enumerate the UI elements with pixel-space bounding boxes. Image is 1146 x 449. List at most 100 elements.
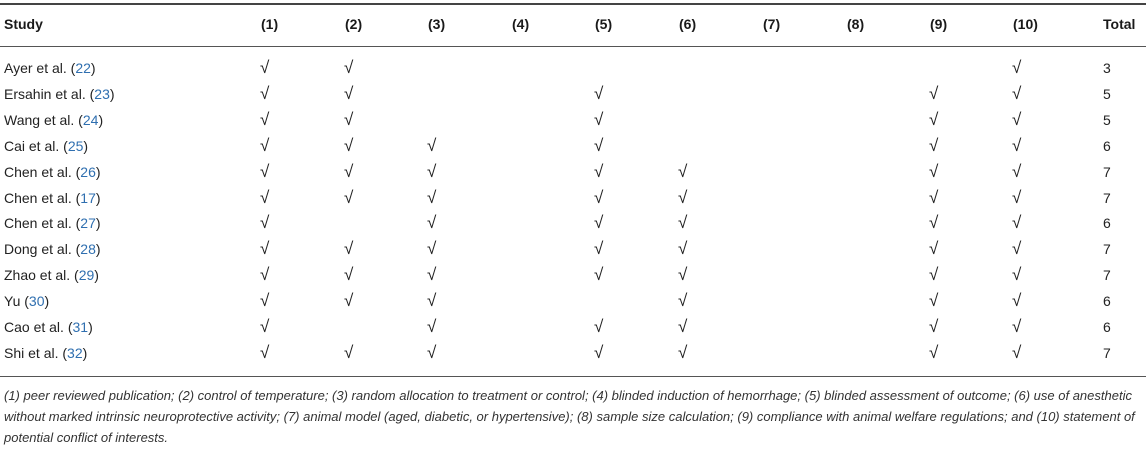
- check-mark-criterion-9: √: [929, 265, 939, 285]
- header-criterion-3: (3): [428, 16, 446, 32]
- check-mark-criterion-1: √: [260, 265, 270, 285]
- total-score: 7: [1103, 189, 1111, 206]
- check-mark-criterion-3: √: [427, 135, 437, 155]
- header-criterion-8: (8): [847, 16, 865, 32]
- check-mark-criterion-6: √: [678, 342, 688, 362]
- check-mark-criterion-2: √: [344, 135, 354, 155]
- study-author: Cai et al.: [4, 137, 60, 154]
- check-mark-criterion-1: √: [260, 135, 270, 155]
- check-mark-criterion-3: √: [427, 265, 437, 285]
- study-reference[interactable]: (32): [58, 344, 88, 361]
- header-criterion-4: (4): [512, 16, 530, 32]
- study-author: Wang et al.: [4, 111, 75, 128]
- check-mark-criterion-1: √: [260, 58, 270, 77]
- check-mark-criterion-9: √: [929, 187, 939, 207]
- check-mark-criterion-1: √: [260, 83, 270, 103]
- study-cell: Wang et al. (24): [4, 108, 103, 132]
- total-score: 7: [1103, 344, 1111, 361]
- total-score: 5: [1103, 85, 1111, 102]
- check-mark-criterion-1: √: [260, 161, 270, 181]
- check-mark-criterion-10: √: [1012, 187, 1022, 207]
- study-reference[interactable]: (23): [85, 85, 115, 102]
- study-reference[interactable]: (29): [70, 267, 99, 284]
- total-score: 6: [1103, 137, 1111, 154]
- check-mark-criterion-2: √: [344, 83, 354, 103]
- header-total: Total: [1103, 16, 1136, 32]
- study-reference[interactable]: (22): [66, 60, 96, 76]
- study-reference[interactable]: (26): [71, 163, 101, 180]
- reference-link[interactable]: 30: [28, 293, 45, 310]
- check-mark-criterion-5: √: [594, 161, 604, 181]
- reference-link[interactable]: 24: [82, 111, 99, 128]
- reference-link[interactable]: 25: [67, 137, 84, 154]
- check-mark-criterion-5: √: [594, 83, 604, 103]
- check-mark-criterion-6: √: [678, 239, 688, 259]
- reference-link[interactable]: 23: [94, 85, 110, 102]
- total-score: 7: [1103, 267, 1111, 284]
- study-author: Chen et al.: [4, 215, 72, 232]
- study-cell: Ersahin et al. (23): [4, 82, 115, 106]
- study-cell: Dong et al. (28): [4, 237, 101, 261]
- reference-link[interactable]: 28: [80, 241, 96, 258]
- check-mark-criterion-5: √: [594, 187, 604, 207]
- study-cell: Zhao et al. (29): [4, 263, 99, 287]
- table-row: Chen et al. (26)√√√√√√√7: [0, 160, 1146, 184]
- reference-link[interactable]: 31: [72, 319, 89, 335]
- study-reference[interactable]: (17): [71, 189, 101, 206]
- reference-link[interactable]: 29: [78, 267, 95, 284]
- check-mark-criterion-5: √: [594, 213, 604, 233]
- study-reference[interactable]: (25): [59, 137, 89, 154]
- study-reference[interactable]: (28): [71, 241, 101, 258]
- check-mark-criterion-10: √: [1012, 161, 1022, 181]
- study-cell: Chen et al. (17): [4, 186, 101, 210]
- table-row: Ayer et al. (22)√√√3: [0, 56, 1146, 80]
- study-cell: Shi et al. (32): [4, 341, 87, 365]
- reference-link[interactable]: 32: [67, 344, 83, 361]
- total-score: 6: [1103, 319, 1111, 335]
- study-reference[interactable]: (24): [74, 111, 104, 128]
- study-reference[interactable]: (30): [20, 293, 50, 310]
- check-mark-criterion-5: √: [594, 109, 604, 129]
- table-row: Wang et al. (24)√√√√√5: [0, 108, 1146, 132]
- check-mark-criterion-1: √: [260, 109, 270, 129]
- total-score: 3: [1103, 60, 1111, 76]
- check-mark-criterion-1: √: [260, 291, 270, 311]
- check-mark-criterion-2: √: [344, 342, 354, 362]
- study-author: Chen et al.: [4, 163, 72, 180]
- check-mark-criterion-3: √: [427, 291, 437, 311]
- check-mark-criterion-5: √: [594, 135, 604, 155]
- study-author: Zhao et al.: [4, 267, 71, 284]
- header-criterion-1: (1): [261, 16, 279, 32]
- check-mark-criterion-3: √: [427, 239, 437, 259]
- table-row: Chen et al. (27)√√√√√√6: [0, 211, 1146, 235]
- check-mark-criterion-6: √: [678, 265, 688, 285]
- check-mark-criterion-10: √: [1012, 317, 1022, 336]
- check-mark-criterion-3: √: [427, 342, 437, 362]
- check-mark-criterion-2: √: [344, 187, 354, 207]
- check-mark-criterion-2: √: [344, 58, 354, 77]
- reference-link[interactable]: 26: [80, 163, 96, 180]
- study-author: Yu: [4, 293, 21, 310]
- header-criterion-6: (6): [679, 16, 697, 32]
- check-mark-criterion-10: √: [1012, 239, 1022, 259]
- check-mark-criterion-6: √: [678, 291, 688, 311]
- check-mark-criterion-2: √: [344, 291, 354, 311]
- check-mark-criterion-3: √: [427, 213, 437, 233]
- check-mark-criterion-9: √: [929, 317, 939, 336]
- study-reference[interactable]: (27): [71, 215, 101, 232]
- reference-link[interactable]: 22: [75, 60, 91, 76]
- study-author: Shi et al.: [4, 344, 59, 361]
- study-reference[interactable]: (31): [63, 319, 93, 335]
- header-criterion-2: (2): [345, 16, 363, 32]
- check-mark-criterion-10: √: [1012, 83, 1022, 103]
- table-row: Cai et al. (25)√√√√√√6: [0, 134, 1146, 158]
- study-cell: Cai et al. (25): [4, 134, 88, 158]
- check-mark-criterion-10: √: [1012, 58, 1022, 77]
- table-row: Cao et al. (31)√√√√√√6: [0, 315, 1146, 339]
- reference-link[interactable]: 27: [80, 215, 96, 232]
- check-mark-criterion-9: √: [929, 213, 939, 233]
- table-row: Dong et al. (28)√√√√√√√7: [0, 237, 1146, 261]
- reference-link[interactable]: 17: [80, 189, 96, 206]
- check-mark-criterion-1: √: [260, 342, 270, 362]
- header-study: Study: [4, 16, 43, 32]
